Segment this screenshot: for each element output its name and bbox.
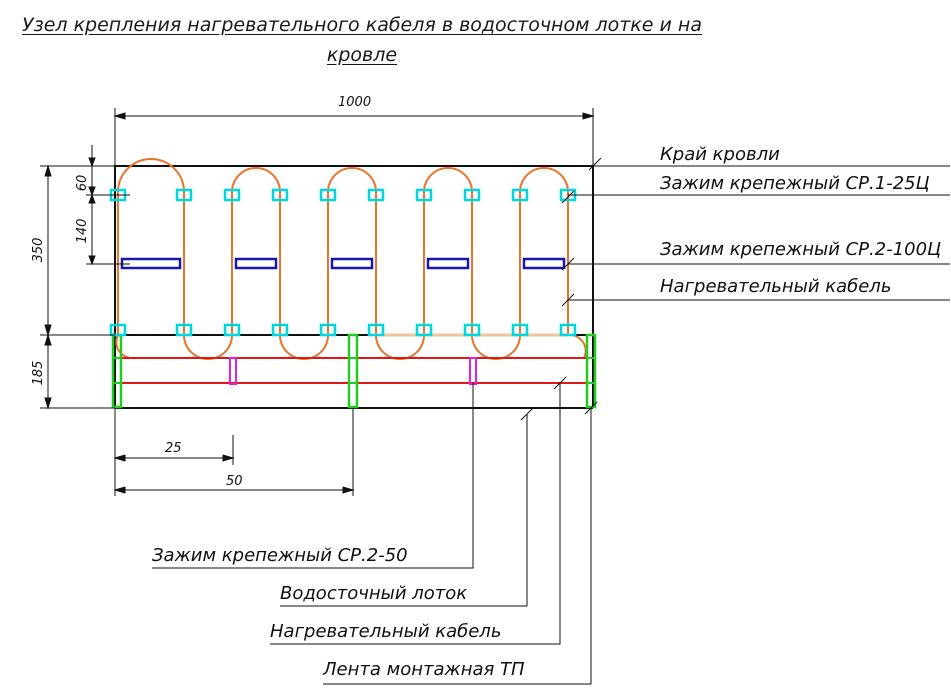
clip-cp1-25 [109,323,127,337]
label-heating-cable-bottom: Нагревательный кабель [270,621,502,642]
leader-tick [584,401,598,415]
cable-loop [423,167,473,335]
cable-loop [117,158,185,335]
label-roof-edge: Край кровли [660,144,780,165]
dim-arrows-gutter [44,333,52,410]
clip-cp1-25 [511,188,529,202]
dim-arrows-roof [44,164,52,337]
dim-gutter-clip-spacing: 25 [165,441,182,456]
cable-bottom-loop [279,334,329,360]
clip-cp1-25 [559,323,577,337]
clip-cp1-25 [511,323,529,337]
clips-group [109,188,577,337]
label-heating-cable-right: Нагревательный кабель [660,276,892,297]
dim-arrows-clips [88,157,96,266]
leader-tick [561,190,575,204]
leader-tick [561,293,575,307]
clip-cp1-25 [223,323,241,337]
clip-cp2-50 [469,357,477,385]
dim-roof-height: 350 [31,237,46,263]
leader-tick [561,257,575,271]
clip-cp1-25 [319,323,337,337]
cable-bottom-loop [471,334,521,360]
cable-bottom-loop [375,334,425,360]
dim-total-width: 1000 [338,95,372,110]
title-line-2: кровле [326,44,398,66]
cable-loop [231,167,281,335]
clip-cp1-25 [319,188,337,202]
label-clip-cp2-100: Зажим крепежный СР.2-100Ц [660,239,942,260]
label-gutter: Водосточный лоток [280,583,468,604]
label-clip-cp1: Зажим крепежный СР.1-25Ц [660,173,930,194]
dim-clip-spacing: 140 [75,218,90,244]
cable-bottom-loop [183,334,233,360]
clip-cp1-25 [175,188,193,202]
dim-gutter-height: 185 [31,360,46,386]
clip-cp1-25 [463,323,481,337]
mounting-tape [347,333,359,409]
gutter-cable-group [111,333,597,409]
clip-cp2-100 [426,257,470,270]
leader-lines [152,157,950,685]
dim-arrows-50 [113,486,355,494]
clip-cp1-25 [271,323,289,337]
clip-cp2-100 [330,257,374,270]
diagram-title: Узел крепления нагревательного кабеля в … [12,10,712,70]
clip-cp1-25 [463,188,481,202]
clip-cp1-25 [271,188,289,202]
label-mounting-tape: Лента монтажная ТП [323,659,525,680]
clip-cp2-50 [229,357,237,385]
leader-tick [553,376,567,390]
leader-mounting-tape [323,408,592,685]
leader-clip-cp2-50 [152,383,474,569]
leader-tick [520,407,534,421]
label-clip-cp2-50: Зажим крепежный СР.2-50 [152,545,408,566]
mounting-tape [585,333,597,409]
leader-gutter [280,414,528,607]
clip-cp2-100 [234,257,278,270]
clip-cp1-25 [367,188,385,202]
leader-tick [588,157,602,171]
dim-arrows-25 [113,454,235,462]
dim-clip-offset: 60 [75,174,90,192]
dim-tape-spacing: 50 [226,474,243,489]
clip-cp1-25 [415,188,433,202]
cable-loop [327,167,377,335]
cable-end-left [115,334,135,360]
clip-cp1-25 [175,323,193,337]
cable-loop [519,167,569,335]
clip-cp1-25 [415,323,433,337]
clip-cp1-25 [367,323,385,337]
cable-end-right [567,333,587,359]
clip-cp1-25 [223,188,241,202]
dim-arrows-total [113,112,595,120]
clip-cp2-100 [522,257,566,270]
dimension-lines [40,108,595,496]
leader-heating-cable-bottom [270,383,561,645]
title-line-1: Узел крепления нагревательного кабеля в … [22,14,702,36]
roof-panel [114,165,594,336]
clip-cp2-100 [120,257,182,270]
